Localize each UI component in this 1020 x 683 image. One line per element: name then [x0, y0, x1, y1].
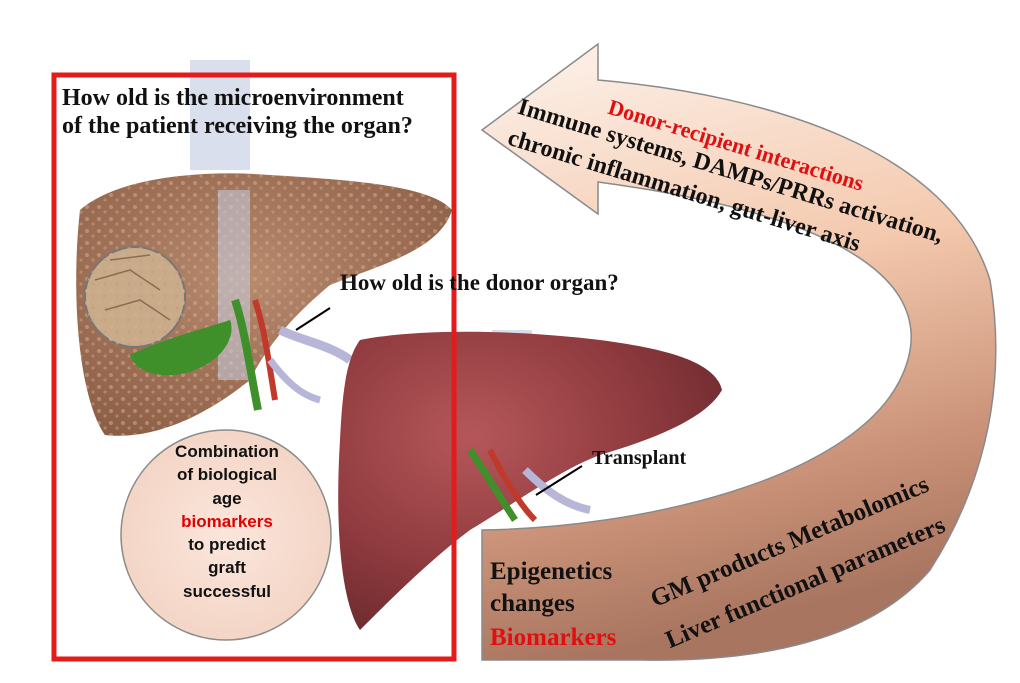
- circle-highlight: biomarkers: [181, 511, 273, 531]
- question-line-1: How old is the microenvironment: [62, 85, 404, 111]
- circle-line: graft: [208, 558, 246, 578]
- curved-arrow: [480, 42, 997, 661]
- transplant-pointer: [535, 465, 583, 496]
- epigenetics-label: Epigenetics: [490, 558, 613, 585]
- question-microenvironment: How old is the microenvironment of the p…: [62, 84, 447, 141]
- recipient-liver: [76, 60, 452, 436]
- tissue-magnifier-icon: [84, 246, 186, 348]
- transplant-label: Transplant: [592, 447, 687, 469]
- circle-line: successful: [183, 581, 271, 601]
- circle-line: to predict: [188, 535, 266, 555]
- recipient-frame: [51, 72, 457, 662]
- biomarkers-circle: [120, 429, 332, 641]
- question-donor-organ: How old is the donor organ?: [340, 270, 619, 295]
- question-line-2: of the patient receiving the organ?: [62, 113, 413, 140]
- circle-line: age: [212, 488, 242, 508]
- donor-liver: [338, 330, 722, 630]
- biomarkers-label: Biomarkers: [490, 624, 617, 651]
- donor-organ-pointer: [295, 307, 331, 331]
- circle-line: Combination: [175, 442, 279, 461]
- circle-line: of biological: [176, 465, 278, 485]
- biomarkers-circle-text: Combination of biological age biomarkers…: [132, 440, 322, 603]
- changes-label: changes: [490, 590, 575, 617]
